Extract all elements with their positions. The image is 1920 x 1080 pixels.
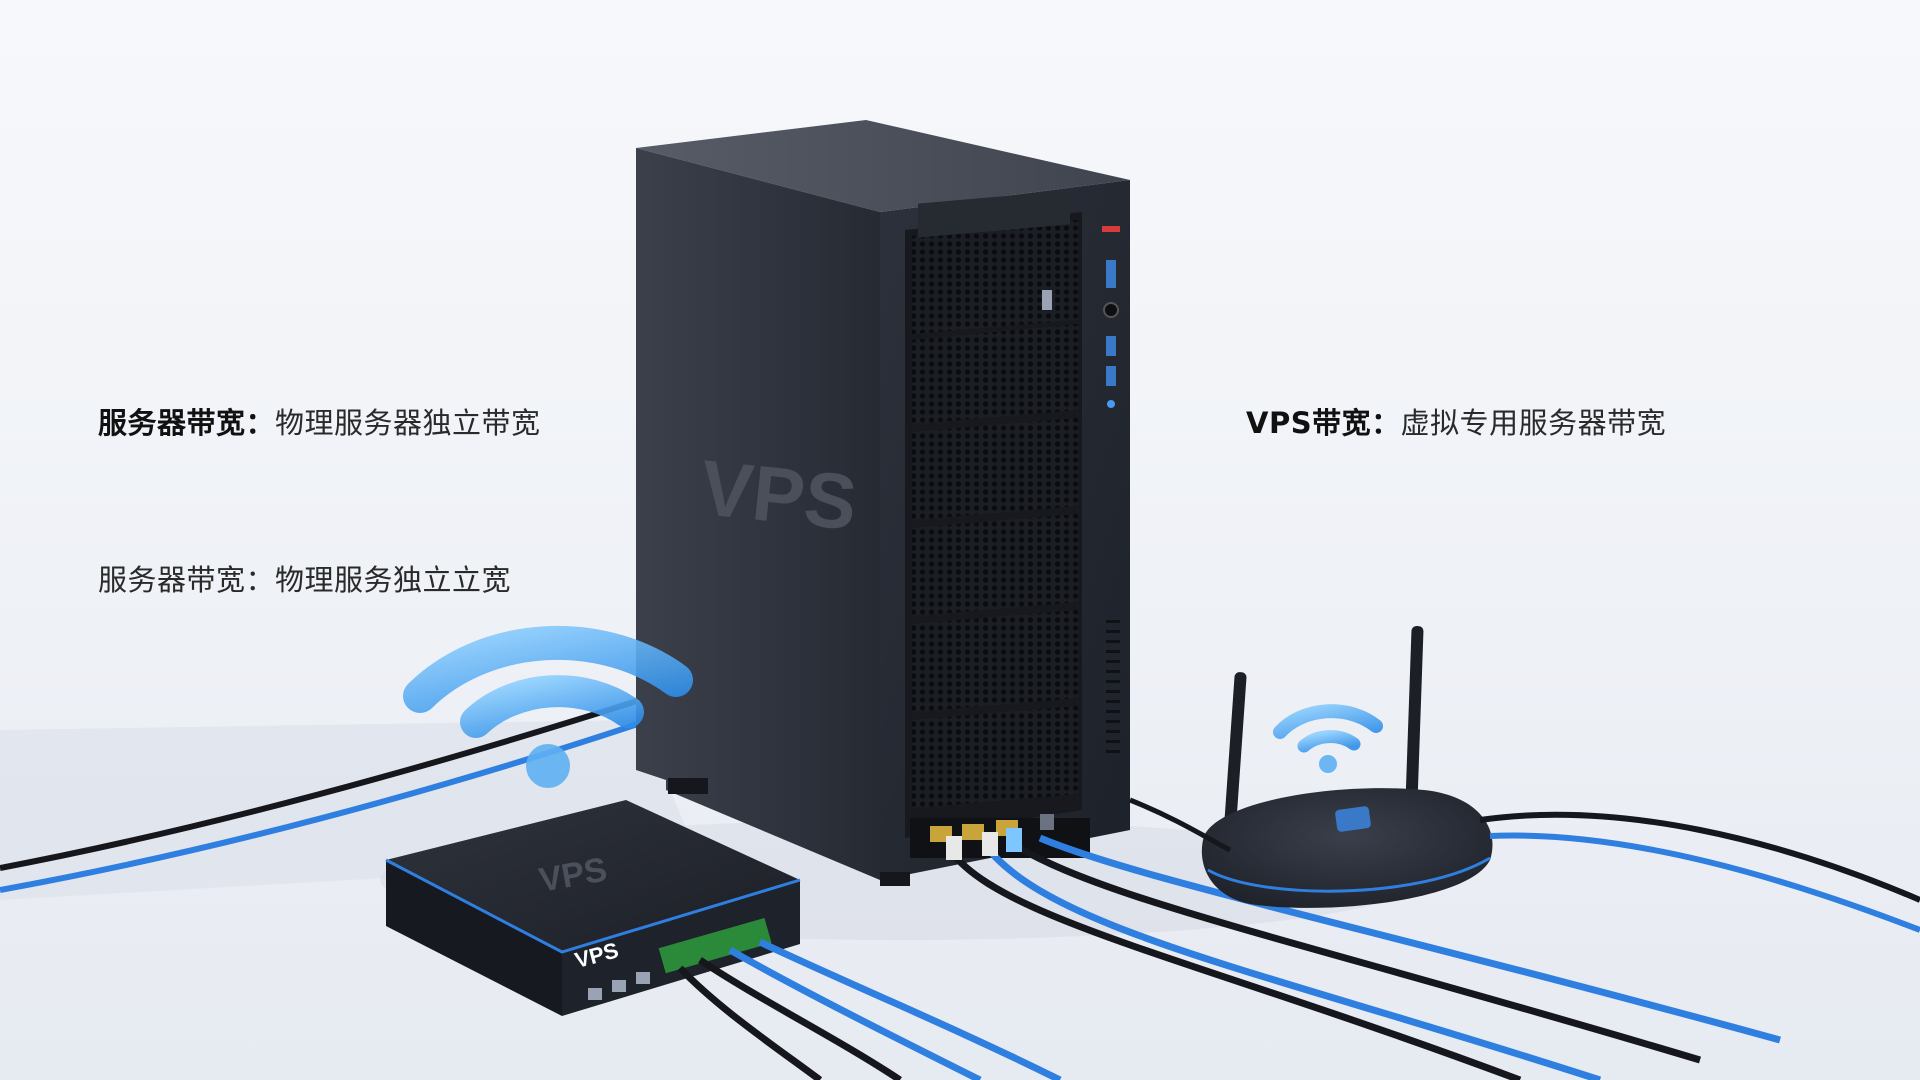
caption-text: 物理服务独立立宽 xyxy=(275,563,512,597)
caption-bold: VPS带宽： xyxy=(1246,406,1401,440)
caption-bold: 服务器带宽： xyxy=(98,406,276,440)
vps-mini-box: VPS VPS xyxy=(385,800,801,1016)
wifi-router xyxy=(1201,626,1493,908)
wifi-icon-large xyxy=(403,625,693,788)
tower-side-logo: VPS xyxy=(696,443,860,547)
router-logo-icon xyxy=(1335,806,1371,832)
wifi-icon-small xyxy=(1273,704,1383,773)
caption-server-bandwidth-top: 服务器带宽：物理服务器独立带宽 xyxy=(98,400,541,442)
caption-server-bandwidth-bottom: 服务器带宽：物理服务独立立宽 xyxy=(98,557,511,599)
caption-text: 物理服务器独立带宽 xyxy=(275,406,541,440)
caption-bold: 服务器带宽： xyxy=(98,563,276,597)
caption-text: 虚拟专用服务器带宽 xyxy=(1400,406,1667,440)
vps-tower-server: VPS xyxy=(636,120,1130,886)
caption-vps-bandwidth: VPS带宽：虚拟专用服务器带宽 xyxy=(1246,400,1666,442)
